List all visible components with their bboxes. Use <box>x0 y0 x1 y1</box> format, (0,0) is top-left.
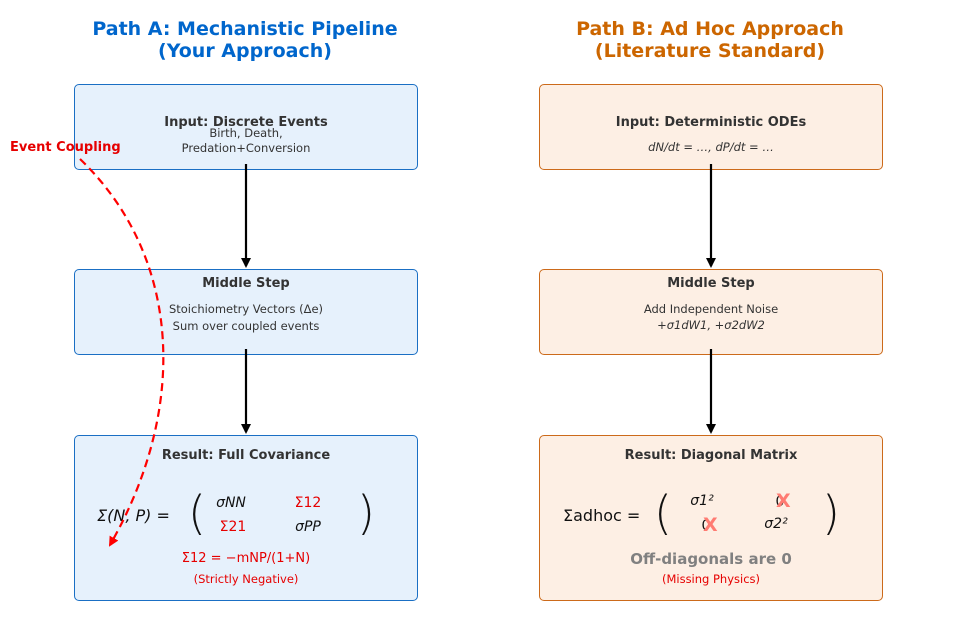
path-a-matrix-cell-12: Σ12 <box>294 495 322 511</box>
path-a-middle-heading: Middle Step <box>202 276 290 291</box>
path-a-title-line1: Path A: Mechanistic Pipeline <box>92 18 398 40</box>
path-b-title: Path B: Ad Hoc Approach (Literature Stan… <box>500 18 920 62</box>
path-b-matrix-cell-11: σ1² <box>690 493 714 509</box>
path-b-result-box <box>539 435 883 601</box>
path-a-input-line1: Birth, Death, <box>209 126 283 140</box>
path-a-middle-line1: Stoichiometry Vectors (Δe) <box>168 302 324 316</box>
path-b-middle-line2: +σ1dW1, +σ2dW2 <box>657 318 765 332</box>
path-b-matrix-cell-21: 0 <box>701 518 711 534</box>
path-a-middle-box <box>74 269 418 355</box>
path-b-off-diagonal-summary: Off-diagonals are 0 <box>630 550 792 568</box>
path-a-result-heading: Result: Full Covariance <box>161 448 331 463</box>
path-a-left-paren: ( <box>188 486 206 540</box>
path-a-matrix-cell-21: Σ21 <box>219 519 247 535</box>
path-b-middle-line1: Add Independent Noise <box>643 302 779 316</box>
path-a-covariance-note: (Strictly Negative) <box>193 572 299 586</box>
path-b-result-heading: Result: Diagonal Matrix <box>624 448 798 463</box>
event-coupling-arrow <box>79 158 165 547</box>
path-b-title-line2: (Literature Standard) <box>594 40 826 62</box>
path-a-title: Path A: Mechanistic Pipeline (Your Appro… <box>35 18 455 62</box>
path-b-middle-box <box>539 269 883 355</box>
path-b-matrix-label: Σadhoc = <box>563 506 641 525</box>
path-a-title-line2: (Your Approach) <box>158 40 332 62</box>
path-b-cross-12-icon: X <box>776 490 791 512</box>
path-b-right-paren: ) <box>822 486 840 540</box>
path-b-input-heading: Input: Deterministic ODEs <box>615 115 807 130</box>
path-a-matrix-cell-22: σPP <box>295 519 321 535</box>
path-b-missing-physics-note: (Missing Physics) <box>661 572 761 586</box>
path-b-title-line1: Path B: Ad Hoc Approach <box>576 18 844 40</box>
path-a-input-heading: Input: Discrete Events <box>164 115 328 130</box>
event-coupling-label: Event Coupling <box>10 140 121 155</box>
path-a-result-box <box>74 435 418 601</box>
path-a-matrix-label: Σ(N, P) = <box>97 506 170 525</box>
path-b-left-paren: ( <box>654 486 672 540</box>
path-a-covariance-formula: Σ12 = −mNP/(1+N) <box>181 551 311 566</box>
path-b-matrix-cell-22: σ2² <box>764 516 788 532</box>
path-a-input-line2: Predation+Conversion <box>181 141 311 155</box>
path-b-cross-21-icon: X <box>703 514 718 536</box>
path-b-input-box <box>539 84 883 170</box>
path-b-input-line1: dN/dt = …, dP/dt = … <box>648 140 774 154</box>
path-a-right-paren: ) <box>357 486 375 540</box>
path-b-middle-heading: Middle Step <box>667 276 755 291</box>
path-a-input-box <box>74 84 418 170</box>
path-b-matrix-cell-12: 0 <box>775 494 785 510</box>
path-a-matrix-cell-11: σNN <box>216 495 246 511</box>
path-a-middle-line2: Sum over coupled events <box>172 319 320 333</box>
